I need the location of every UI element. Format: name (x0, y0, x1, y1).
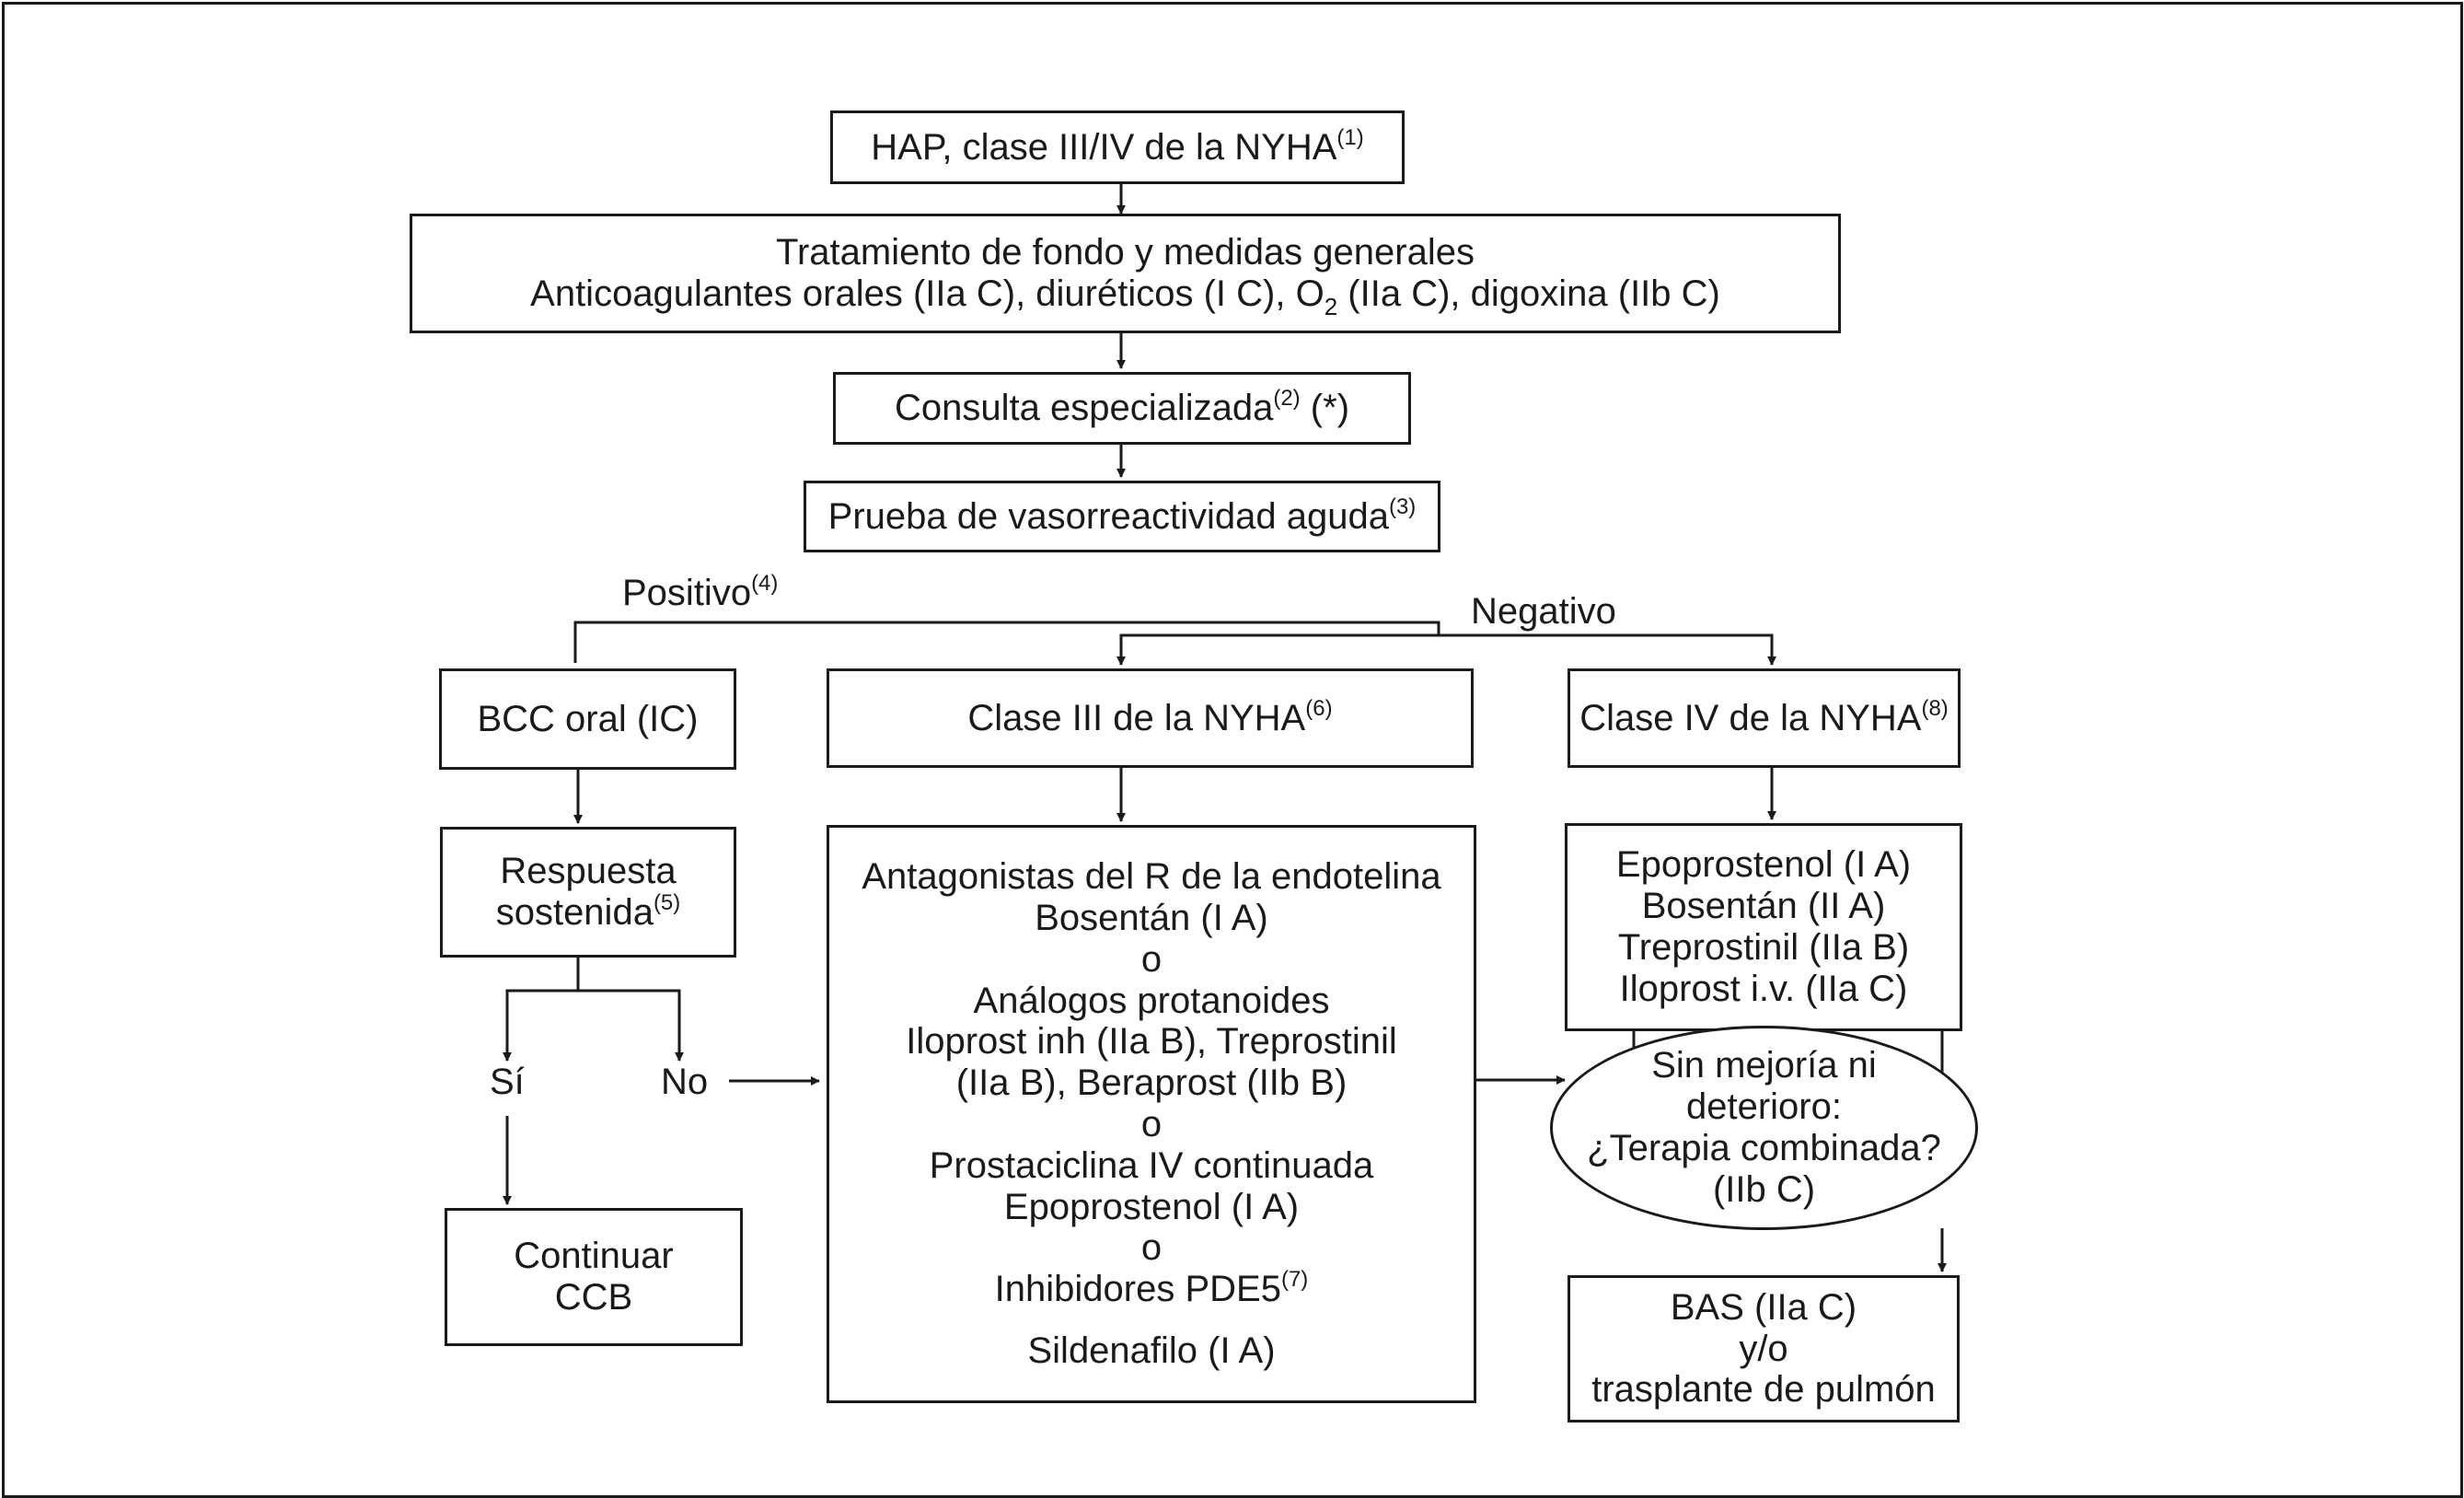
t3-line10: o (1140, 1227, 1163, 1269)
t3-line8: Prostaciclina IV continuada (929, 1144, 1374, 1186)
consulta-footnote: (2) (1273, 386, 1301, 412)
clase4-label: Clase IV de la NYHA (1579, 697, 1922, 738)
t3-line11: Inhibidores PDE5 (994, 1269, 1281, 1310)
label-positivo: Positivo(4) (622, 573, 778, 614)
box-clase-iv: Clase IV de la NYHA(8) (1567, 668, 1961, 768)
continuar-line2: CCB (554, 1277, 633, 1318)
clase3-footnote: (6) (1305, 695, 1333, 721)
connector-negativo-clase4 (1439, 633, 1776, 666)
clase4-footnote: (8) (1921, 695, 1949, 721)
label-negativo: Negativo (1471, 591, 1616, 632)
t4-line3: Treprostinil (IIa B) (1617, 927, 1910, 968)
box-hap-label: HAP, clase III/IV de la NYHA (871, 126, 1337, 168)
t3-line7: o (1140, 1104, 1163, 1144)
box-bcc-oral: BCC oral (IC) (439, 668, 736, 770)
bas-line3: trasplante de pulmón (1591, 1369, 1936, 1411)
t4-line1: Epoprostenol (I A) (1615, 844, 1912, 886)
bcc-label: BCC oral (IC) (477, 698, 699, 739)
box-consulta: Consulta especializada(2) (*) (833, 372, 1411, 445)
t3-footnote: (7) (1280, 1267, 1309, 1293)
box-hap-footnote: (1) (1336, 124, 1364, 150)
positivo-text: Positivo (622, 573, 752, 613)
t4-line4: Iloprost i.v. (IIa C) (1619, 968, 1908, 1009)
t3-line3: o (1140, 938, 1163, 980)
t3-line12: Sildenafilo (I A) (1027, 1330, 1276, 1371)
box-bas-trasplante: BAS (IIa C) y/o trasplante de pulmón (1567, 1275, 1960, 1423)
t3-line9: Epoprostenol (I A) (1003, 1186, 1300, 1227)
respuesta-line1: Respuesta (500, 851, 677, 892)
consulta-asterisk: (*) (1300, 388, 1350, 429)
connector-respuesta-split (503, 958, 580, 1062)
tratamiento-line2a: Anticoagulantes orales (IIa C), diurétic… (530, 273, 1325, 314)
box-tratamiento-fondo: Tratamiento de fondo y medidas generales… (410, 214, 1841, 333)
box-respuesta-sostenida: Respuesta sostenida(5) (440, 827, 736, 958)
connector-negativo (1116, 633, 1439, 666)
t3-line5: Iloprost inh (IIa B), Treprostinil (906, 1021, 1397, 1063)
prueba-label: Prueba de vasorreactividad aguda (827, 495, 1389, 537)
t3-line4: Análogos protanoides (973, 980, 1330, 1021)
box-prueba-vasorreactividad: Prueba de vasorreactividad aguda(3) (804, 481, 1440, 552)
sinmejoria-line2: deterioro: (1686, 1086, 1842, 1128)
positivo-footnote: (4) (751, 571, 779, 596)
respuesta-footnote: (5) (653, 890, 681, 915)
t3-line2: Bosentán (I A) (1035, 898, 1268, 939)
clase3-label: Clase III de la NYHA (967, 697, 1306, 738)
bas-line2: y/o (1739, 1328, 1788, 1369)
connector-respuesta-no (578, 989, 684, 1062)
box-hap: HAP, clase III/IV de la NYHA(1) (830, 110, 1405, 184)
sinmejoria-line1: Sin mejoría ni (1651, 1045, 1877, 1086)
sinmejoria-line4: (IIb C) (1712, 1168, 1816, 1210)
respuesta-line2: sostenida (495, 892, 654, 933)
t3-line6: (IIa B), Beraprost (IIb B) (955, 1063, 1348, 1104)
t3-line1: Antagonistas del R de la endotelina (862, 856, 1441, 898)
box-tratamientos-clase-iv: Epoprostenol (I A) Bosentán (II A) Trepr… (1565, 823, 1962, 1031)
continuar-line1: Continuar (514, 1236, 674, 1277)
tratamiento-line1: Tratamiento de fondo y medidas generales (776, 232, 1475, 273)
prueba-footnote: (3) (1388, 494, 1417, 519)
tratamiento-line2b: (IIa C), digoxina (IIb C) (1337, 273, 1720, 314)
label-no: No (661, 1062, 709, 1102)
connector-positivo (573, 621, 1440, 663)
t4-line2: Bosentán (II A) (1641, 886, 1886, 927)
box-tratamientos-clase-iii: Antagonistas del R de la endotelina Bose… (827, 825, 1476, 1403)
box-continuar-ccb: Continuar CCB (445, 1208, 743, 1346)
label-si: Sí (490, 1062, 525, 1102)
consulta-label: Consulta especializada (894, 388, 1274, 429)
box-clase-iii: Clase III de la NYHA(6) (827, 668, 1474, 768)
bas-line1: BAS (IIa C) (1670, 1286, 1857, 1328)
tratamiento-o2-subscript: 2 (1324, 293, 1338, 320)
sinmejoria-line3: ¿Terapia combinada? (1587, 1128, 1941, 1168)
ellipse-sin-mejoria: Sin mejoría ni deterioro: ¿Terapia combi… (1550, 1026, 1978, 1230)
